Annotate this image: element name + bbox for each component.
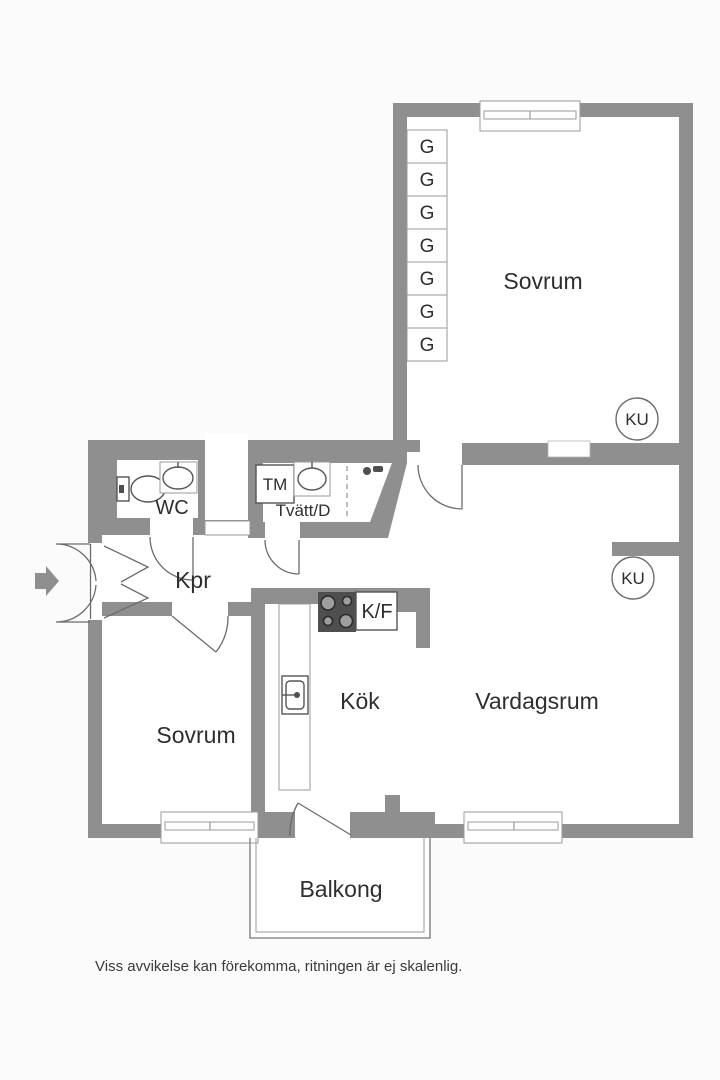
wc-sink-icon xyxy=(159,461,198,494)
toilet-icon xyxy=(116,475,166,503)
bedroom-left-door xyxy=(171,615,229,653)
room-label-balcony: Balkong xyxy=(299,876,382,902)
kitchen-fixtures xyxy=(278,591,398,791)
wall-chamfer xyxy=(248,463,407,538)
wardrobe-cell xyxy=(406,195,448,230)
balcony-door xyxy=(289,802,352,837)
bedroom-left-door-opening xyxy=(172,600,228,618)
wc-door xyxy=(149,536,194,581)
wall-segment xyxy=(393,103,407,452)
wardrobe-cell xyxy=(406,129,448,164)
wardrobe-label: G xyxy=(420,203,435,224)
room-label-wc: WC xyxy=(155,497,188,519)
room-label-hallway: Kpr xyxy=(175,567,211,593)
ku-label: KU xyxy=(625,410,649,429)
room-label-kitchen: Kök xyxy=(340,688,380,714)
fridge-freezer-box xyxy=(355,591,398,631)
washing-machine-label: TM xyxy=(263,475,288,494)
ku-label: KU xyxy=(621,569,645,588)
stove-icon xyxy=(318,592,356,632)
balcony-floor xyxy=(250,838,430,938)
window-living-room xyxy=(463,811,563,844)
doors xyxy=(55,464,463,837)
fridge-freezer-label: K/F xyxy=(361,601,392,623)
room-label-living-room: Vardagsrum xyxy=(475,688,599,714)
wardrobe-cell xyxy=(406,228,448,263)
laundry-door xyxy=(264,539,300,575)
windows xyxy=(160,100,581,844)
bedroom-top-door xyxy=(417,464,463,510)
wardrobe-cell xyxy=(406,327,448,362)
wall-segment xyxy=(416,588,430,648)
wall-stub xyxy=(385,795,400,824)
laundry-door-opening xyxy=(265,518,300,540)
room-labels: Sovrum Sovrum Vardagsrum Kök Kpr WC Tvät… xyxy=(155,268,598,902)
wardrobe-label: G xyxy=(420,302,435,323)
wardrobe-label: G xyxy=(420,137,435,158)
wardrobe-label: G xyxy=(420,170,435,191)
wall-segment xyxy=(258,812,295,838)
laundry-fixtures xyxy=(255,461,383,518)
ku-badge xyxy=(615,397,659,441)
wall-segment xyxy=(88,440,102,543)
kitchen-sink-icon xyxy=(281,675,309,715)
laundry-sink-icon xyxy=(293,461,331,497)
room-label-bedroom-top: Sovrum xyxy=(503,268,582,294)
wall-niche xyxy=(547,440,591,458)
wall-segment xyxy=(679,103,693,838)
wardrobe-label: G xyxy=(420,236,435,257)
disclaimer-text: Viss avvikelse kan förekomma, ritningen … xyxy=(95,958,462,975)
window-bedroom-left xyxy=(160,811,259,844)
wc-fixtures xyxy=(116,461,198,503)
shower-head-icon xyxy=(363,466,383,475)
washing-machine-icon xyxy=(255,464,295,504)
light-shaft xyxy=(205,433,248,520)
wc-door-opening xyxy=(150,516,193,537)
wardrobe-column: G G G G G G G xyxy=(406,129,448,362)
wall-stub xyxy=(612,542,693,556)
balcony-outline xyxy=(249,838,431,939)
wardrobe-cell xyxy=(406,261,448,296)
ku-badges: KU KU xyxy=(611,397,659,600)
wall-segment xyxy=(248,440,407,463)
wall-segment xyxy=(251,588,265,824)
entrance-double-door xyxy=(55,543,150,623)
room-label-laundry: Tvätt/D xyxy=(276,501,331,520)
ku-badge xyxy=(611,556,655,600)
room-label-bedroom-left: Sovrum xyxy=(156,722,235,748)
wardrobe-label: G xyxy=(420,269,435,290)
wall-segment xyxy=(88,620,102,838)
wall-niche xyxy=(204,520,251,536)
entrance-arrow-icon xyxy=(35,566,59,596)
window-bedroom-top xyxy=(479,100,581,132)
wardrobe-label: G xyxy=(420,335,435,356)
balcony-door-opening xyxy=(295,810,350,838)
